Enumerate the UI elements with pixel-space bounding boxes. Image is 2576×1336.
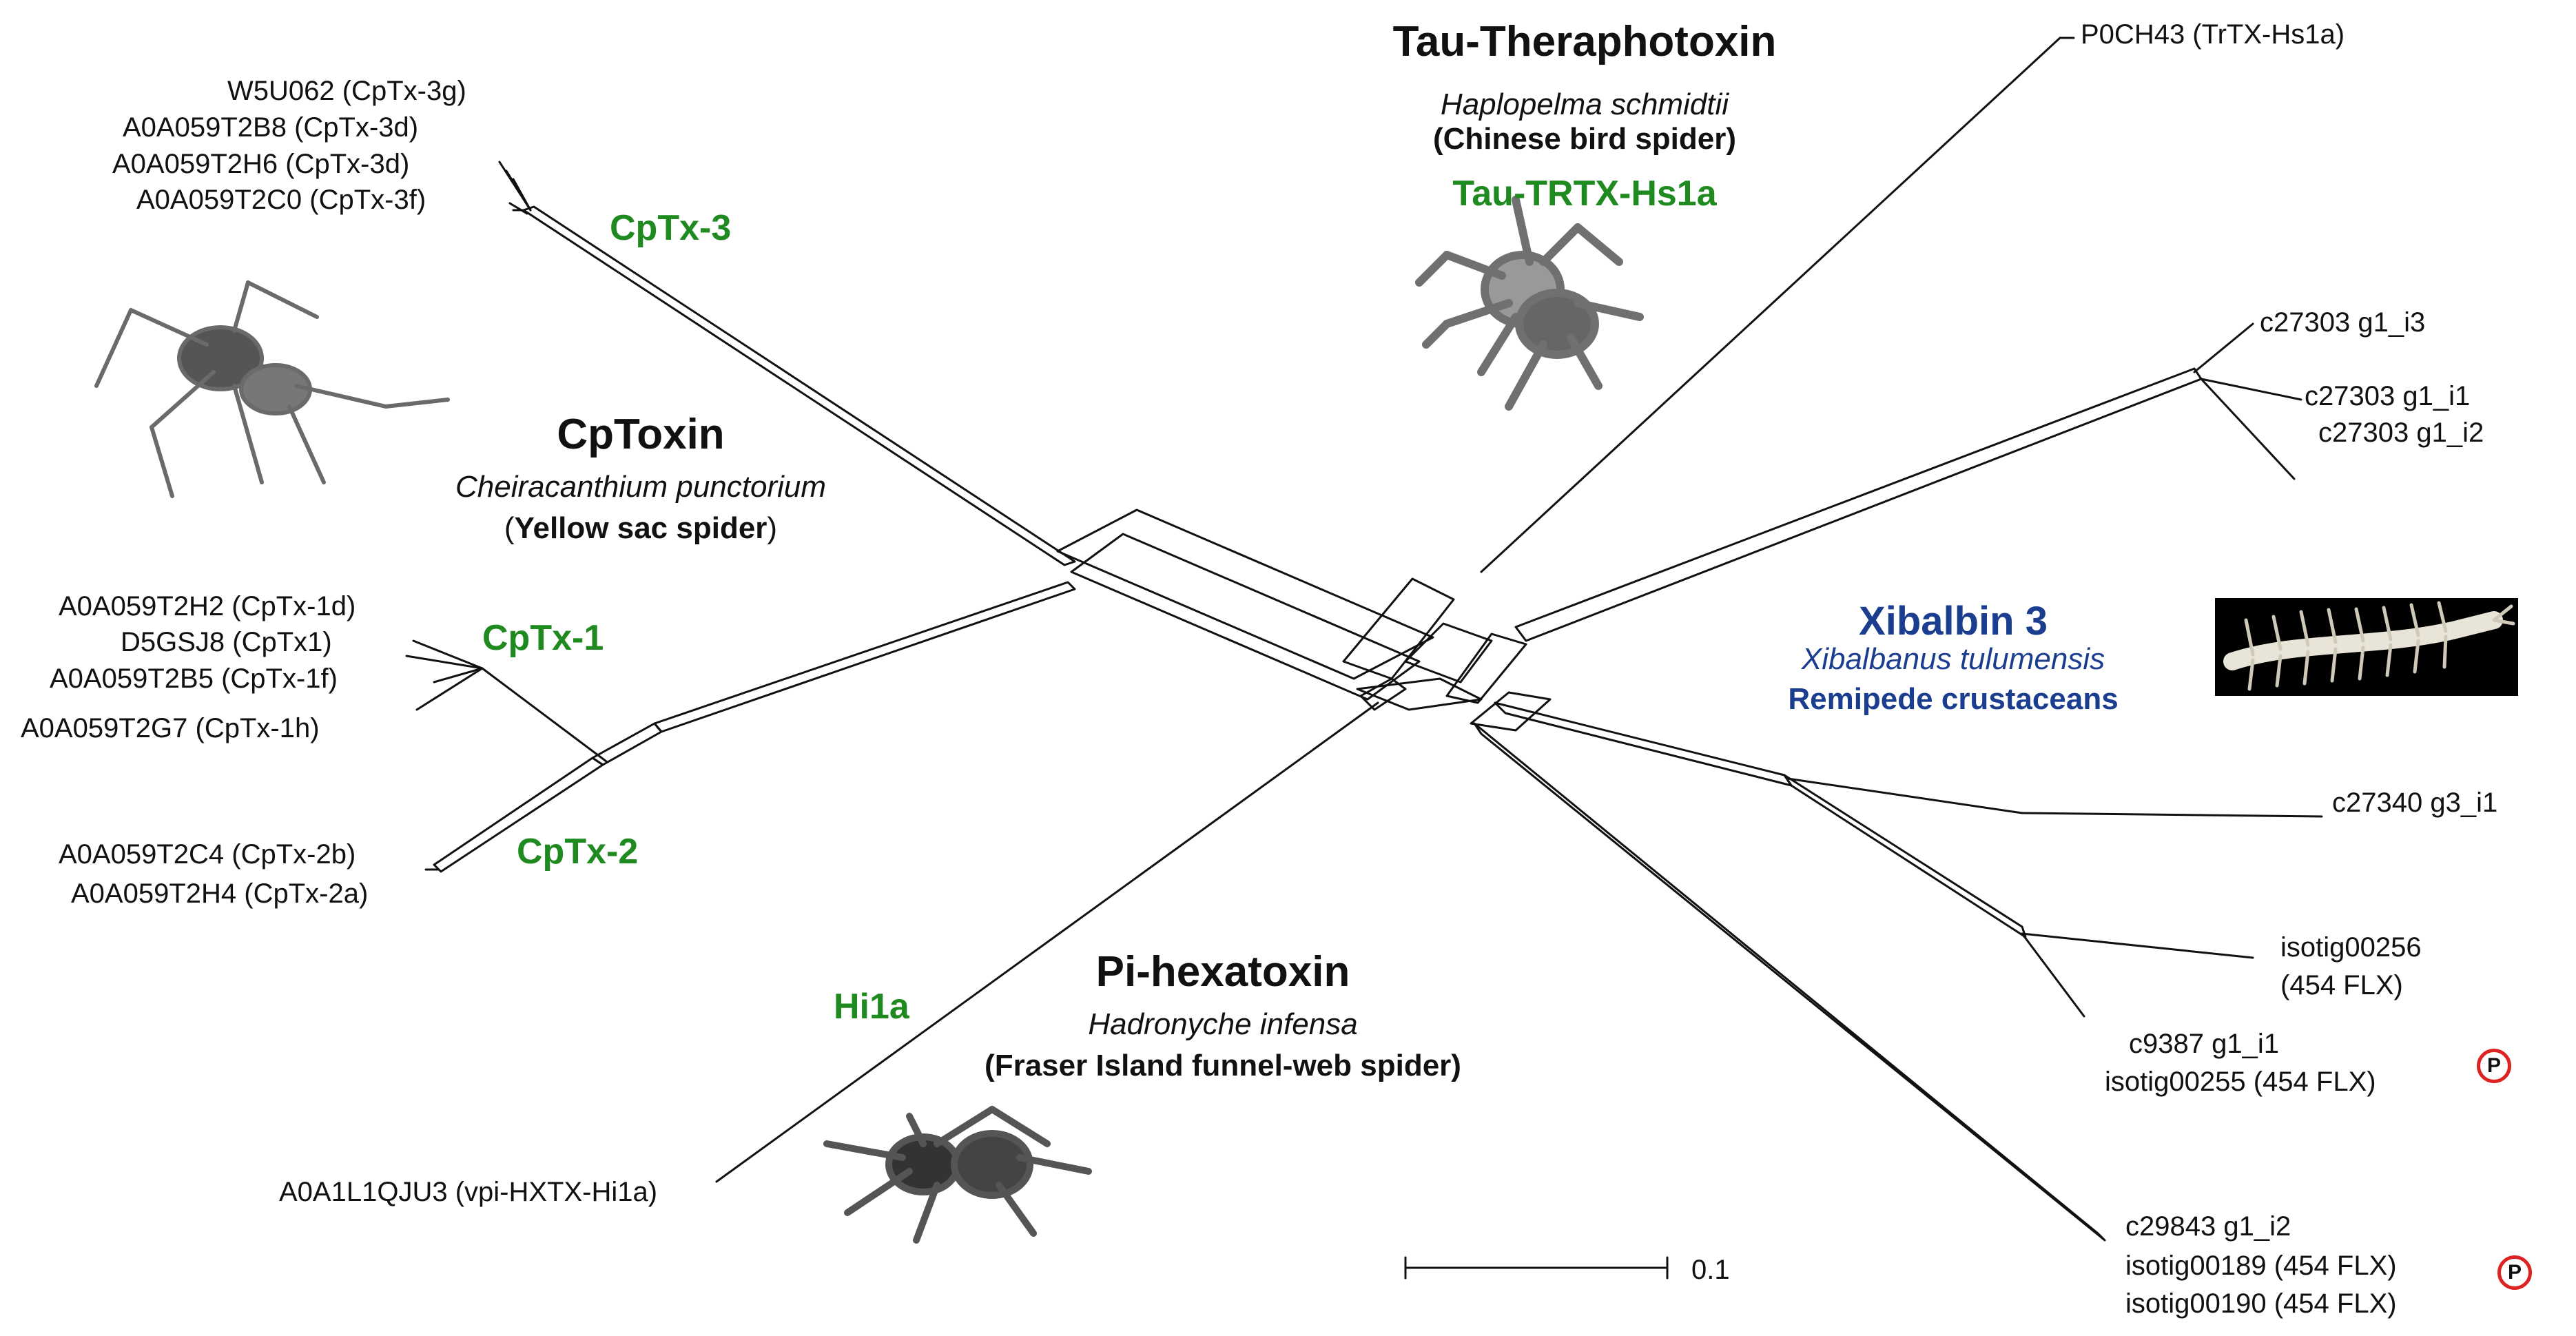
clade-label-tau: Tau-TRTX-Hs1a xyxy=(1452,174,1717,214)
leaf-c27303-i3: c27303 g1_i3 xyxy=(2260,307,2426,338)
branch-tau xyxy=(1480,37,2075,573)
leaf-c29843-3: isotig00190 (454 FLX) xyxy=(2125,1288,2397,1319)
branch-cptx12 xyxy=(405,581,1076,873)
species-tau: Haplopelma schmidtii xyxy=(1440,88,1729,121)
leaf-tau: P0CH43 (TrTX-Hs1a) xyxy=(2081,19,2345,50)
clade-label-cptx3: CpTx-3 xyxy=(610,208,732,248)
common-name-tau: (Chinese bird spider) xyxy=(1432,122,1737,156)
group-title-cptoxin: CpToxin xyxy=(557,411,725,458)
leaf-c27303-i1: c27303 g1_i1 xyxy=(2305,381,2471,411)
scale-bar xyxy=(1404,1256,1669,1280)
group-title-tau-theraphotoxin: Tau-Theraphotoxin xyxy=(1392,18,1777,65)
species-xibalbin: Xibalbanus tulumensis xyxy=(1801,642,2105,676)
leaf-cptx1-2: D5GSJ8 (CpTx1) xyxy=(121,627,332,657)
leaf-isotig00256-1: isotig00256 xyxy=(2280,932,2422,963)
branch-c27303 xyxy=(1514,322,2302,642)
branch-c29843 xyxy=(1473,722,2106,1242)
leaf-cptx1-3: A0A059T2B5 (CpTx-1f) xyxy=(50,664,338,694)
leaf-cptx3-1: W5U062 (CpTx-3g) xyxy=(227,76,466,106)
clade-label-hi1a: Hi1a xyxy=(834,987,909,1027)
species-pi-hexatoxin: Hadronyche infensa xyxy=(1088,1007,1358,1041)
p-marker-2: P xyxy=(2497,1255,2532,1290)
scale-bar-label: 0.1 xyxy=(1691,1255,1730,1285)
branch-hi1a xyxy=(715,677,1407,1183)
leaf-cptx3-2: A0A059T2B8 (CpTx-3d) xyxy=(123,112,419,143)
leaf-c29843-1: c29843 g1_i2 xyxy=(2125,1211,2291,1242)
network-center xyxy=(1056,508,1552,732)
leaf-cptx1-1: A0A059T2H2 (CpTx-1d) xyxy=(59,591,356,621)
leaf-c27303-i2: c27303 g1_i2 xyxy=(2318,418,2484,448)
leaf-c27340: c27340 g3_i1 xyxy=(2332,788,2498,818)
leaf-cptx2-2: A0A059T2H4 (CpTx-2a) xyxy=(71,878,369,909)
branch-cptx3 xyxy=(498,161,1076,566)
remipede-photo xyxy=(2215,598,2518,696)
species-cptoxin: Cheiracanthium punctorium xyxy=(455,470,827,504)
leaf-hi1a: A0A1L1QJU3 (vpi-HXTX-Hi1a) xyxy=(279,1177,658,1207)
leaf-isotig00256-2: (454 FLX) xyxy=(2280,970,2403,1000)
chinese-bird-spider-photo xyxy=(1415,196,1644,411)
leaf-c9387-1: c9387 g1_i1 xyxy=(2129,1029,2279,1059)
leaf-cptx1-4: A0A059T2G7 (CpTx-1h) xyxy=(21,713,320,743)
p-marker-1: P xyxy=(2477,1049,2511,1083)
clade-label-cptx1: CpTx-1 xyxy=(482,618,604,658)
common-name-cptoxin: (Yellow sac spider) xyxy=(504,511,778,545)
common-name-xibalbin: Remipede crustaceans xyxy=(1788,682,2119,716)
common-name-pi-hexatoxin: (Fraser Island funnel-web spider) xyxy=(985,1049,1461,1082)
leaf-c9387-2: isotig00255 (454 FLX) xyxy=(2105,1067,2376,1097)
clade-label-cptx2: CpTx-2 xyxy=(517,832,639,872)
group-title-xibalbin: Xibalbin 3 xyxy=(1859,599,2048,644)
leaf-cptx2-1: A0A059T2C4 (CpTx-2b) xyxy=(59,839,356,870)
yellow-sac-spider-photo xyxy=(94,280,450,498)
leaf-cptx3-3: A0A059T2H6 (CpTx-3d) xyxy=(112,149,410,179)
leaf-cptx3-4: A0A059T2C0 (CpTx-3f) xyxy=(136,185,426,215)
branch-c27340 xyxy=(1494,701,2323,1018)
group-title-pi-hexatoxin: Pi-hexatoxin xyxy=(1095,948,1350,996)
funnel-web-spider-photo xyxy=(823,1106,1092,1244)
leaf-c29843-2: isotig00189 (454 FLX) xyxy=(2125,1251,2397,1281)
